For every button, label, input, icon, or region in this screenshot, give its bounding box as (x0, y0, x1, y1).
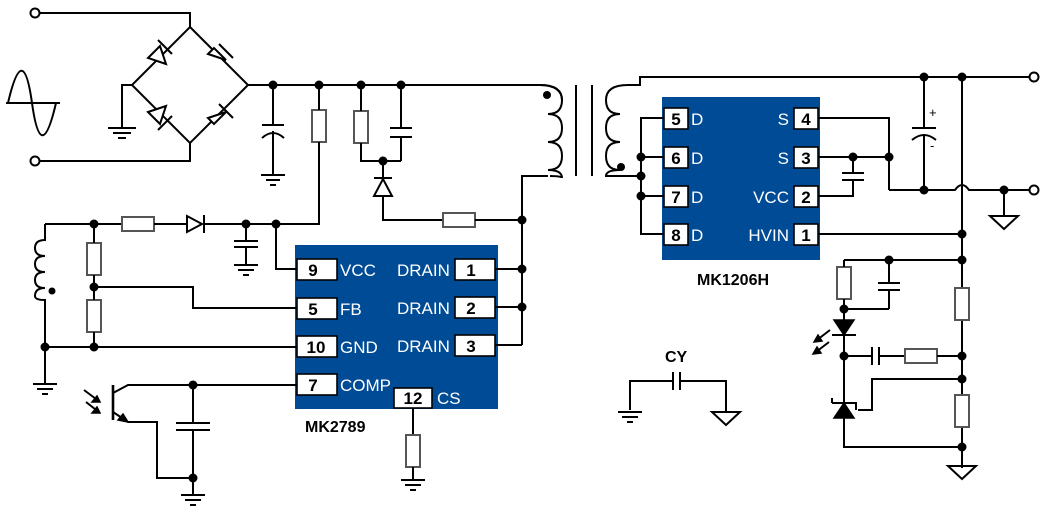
ac-input (6, 7, 191, 167)
svg-text:4: 4 (801, 110, 811, 129)
svg-text:7: 7 (671, 188, 680, 207)
bridge-diode-1 (146, 39, 173, 66)
svg-text:2: 2 (466, 299, 475, 318)
svg-text:DRAIN: DRAIN (397, 261, 450, 280)
svg-text:DRAIN: DRAIN (397, 337, 450, 356)
chip-name-mk1206h: MK1206H (697, 272, 769, 289)
chip-name-mk2789: MK2789 (305, 419, 366, 436)
chip-mk1206h: 5 D 6 D 7 D 8 D 4 S 3 S 2 (662, 97, 820, 289)
mk2789-pin-10: 10 GND (296, 335, 378, 358)
signal-ground-icon (987, 215, 1021, 231)
svg-text:1: 1 (801, 226, 810, 245)
bridge-rectifier (108, 25, 250, 145)
shunt-regulator (831, 356, 962, 448)
snubber-diode (372, 161, 443, 221)
svg-text:5: 5 (308, 300, 317, 319)
svg-text:-: - (930, 138, 934, 153)
svg-text:S: S (778, 149, 789, 168)
svg-text:9: 9 (308, 261, 317, 280)
ac-terminal-bottom[interactable] (29, 155, 41, 167)
svg-text:10: 10 (307, 338, 326, 357)
led-resistor (836, 266, 852, 300)
svg-text:COMP: COMP (340, 376, 391, 395)
bulk-capacitor (261, 85, 285, 186)
aux-circuit (33, 214, 297, 395)
svg-text:D: D (691, 226, 703, 245)
snubber-resistor (353, 110, 369, 144)
mk2789-wiring (271, 219, 527, 491)
svg-text:2: 2 (801, 188, 810, 207)
mk1206h-pin-3: 3 S (778, 146, 819, 169)
startup-resistor (311, 109, 327, 143)
sine-wave-icon (6, 69, 60, 137)
mk2789-pin-9: 9 VCC (296, 258, 376, 281)
mk1206h-pin-7: 7 D (663, 185, 703, 208)
svg-text:3: 3 (801, 149, 810, 168)
mk1206h-pin-5: 5 D (663, 107, 703, 130)
mk1206h-pin-4: 4 S (778, 107, 819, 130)
svg-text:3: 3 (466, 337, 475, 356)
fb-lower-resistor (86, 299, 102, 333)
aux-series-resistor (121, 216, 155, 232)
mk2789-pin-12: 12 CS (393, 387, 461, 409)
bridge-diode-4 (206, 103, 234, 126)
snubber-series-resistor (442, 212, 476, 228)
svg-text:DRAIN: DRAIN (397, 299, 450, 318)
mk2789-pin-5: 5 FB (296, 297, 362, 320)
opto-led (811, 309, 856, 356)
mk1206h-wiring: + - (636, 71, 1040, 468)
svg-text:1: 1 (466, 261, 475, 280)
secondary-feedback (811, 255, 979, 481)
current-sense-resistor (405, 434, 421, 468)
svg-text:S: S (778, 110, 789, 129)
svg-text:+: + (929, 105, 937, 120)
chip-mk2789: 9 VCC 5 FB 10 GND 7 COMP 1 DRAIN 2 DRAIN (295, 245, 498, 436)
opto-transistor (83, 380, 297, 506)
bridge-diode-3 (146, 104, 173, 131)
svg-text:D: D (691, 149, 703, 168)
svg-text:D: D (691, 188, 703, 207)
svg-text:CS: CS (437, 389, 461, 408)
ground-icon (108, 127, 136, 139)
svg-text:7: 7 (308, 376, 317, 395)
mk1206h-pin-8: 8 D (663, 223, 703, 246)
mk1206h-pin-1: 1 HVIN (748, 223, 819, 246)
svg-text:8: 8 (671, 226, 680, 245)
svg-text:HVIN: HVIN (748, 226, 789, 245)
svg-text:5: 5 (671, 110, 680, 129)
transformer (521, 76, 1030, 220)
mk2789-pin-2: 2 DRAIN (397, 296, 496, 319)
output-terminal-positive[interactable] (1028, 71, 1040, 83)
output-terminal-negative[interactable] (1028, 184, 1040, 196)
divider-upper-resistor (954, 287, 970, 321)
mk1206h-pin-2: 2 VCC (753, 185, 819, 208)
mk1206h-pin-6: 6 D (663, 146, 703, 169)
bridge-diode-2 (206, 43, 234, 61)
mk2789-pin-7: 7 COMP (296, 373, 391, 396)
y-capacitor: CY (618, 349, 743, 427)
fb-upper-resistor (86, 242, 102, 276)
comp-resistor (904, 348, 938, 364)
mk2789-pin-1: 1 DRAIN (397, 258, 496, 281)
svg-text:FB: FB (340, 300, 362, 319)
svg-text:VCC: VCC (340, 261, 376, 280)
svg-text:12: 12 (404, 389, 423, 408)
aux-diode (186, 214, 205, 234)
divider-lower-resistor (954, 394, 970, 428)
svg-text:VCC: VCC (753, 188, 789, 207)
svg-text:CY: CY (665, 349, 688, 366)
ac-terminal-top[interactable] (29, 7, 41, 19)
mk2789-pin-3: 3 DRAIN (397, 334, 496, 357)
svg-text:6: 6 (671, 149, 680, 168)
svg-text:D: D (691, 110, 703, 129)
hv-bus (248, 80, 540, 228)
svg-text:GND: GND (340, 338, 378, 357)
